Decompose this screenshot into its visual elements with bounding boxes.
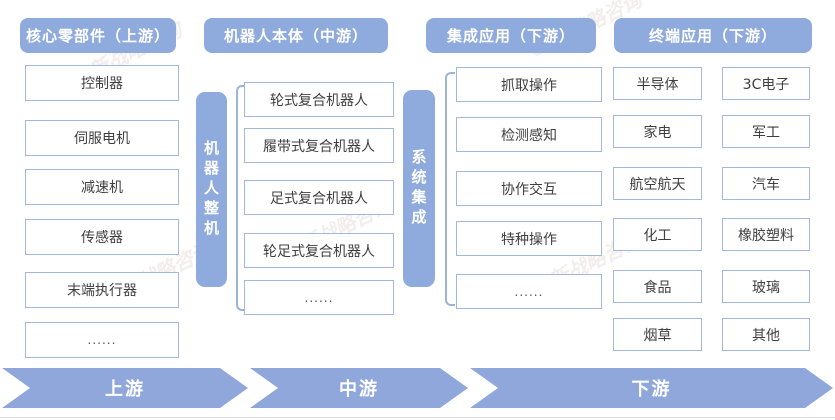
bracket-robot-body [236, 85, 246, 311]
header-terminal-apps-downstream: 终端应用（下游） [614, 18, 812, 53]
item-servo-motor: 伺服电机 [25, 120, 179, 156]
item-collaboration: 协作交互 [456, 171, 602, 206]
item-legged-robot: 足式复合机器人 [244, 180, 394, 215]
item-military: 军工 [722, 115, 810, 148]
item-glass: 玻璃 [722, 270, 810, 303]
item-other: 其他 [722, 318, 810, 351]
arrow-downstream: 下游 [470, 368, 833, 408]
item-ellipsis: ...... [456, 274, 602, 309]
item-aerospace: 航空航天 [613, 167, 702, 200]
item-special-ops: 特种操作 [456, 221, 602, 256]
item-home-appliance: 家电 [613, 115, 702, 148]
item-tobacco: 烟草 [613, 318, 702, 351]
arrow-upstream: 上游 [2, 368, 248, 408]
item-chemical: 化工 [613, 218, 702, 251]
side-label-system-integration: 系统集成 [403, 90, 435, 287]
item-ellipsis: ...... [25, 322, 179, 358]
arrow-midstream: 中游 [250, 368, 468, 408]
item-end-effector: 末端执行器 [25, 272, 179, 308]
bottom-divider [0, 417, 835, 418]
item-grasping: 抓取操作 [456, 67, 602, 102]
item-tracked-robot: 履带式复合机器人 [244, 128, 394, 163]
side-label-complete-robot: 机器人整机 [196, 92, 227, 287]
item-wheeled-robot: 轮式复合机器人 [244, 82, 394, 117]
item-food: 食品 [613, 270, 702, 303]
item-controller: 控制器 [25, 65, 179, 101]
item-automotive: 汽车 [722, 167, 810, 200]
item-3c-electronics: 3C电子 [722, 67, 810, 100]
item-semiconductor: 半导体 [613, 67, 702, 100]
item-sensor: 传感器 [25, 219, 179, 255]
header-core-components-upstream: 核心零部件（上游） [20, 18, 176, 53]
item-detection: 检测感知 [456, 117, 602, 152]
item-wheel-legged-robot: 轮足式复合机器人 [244, 233, 394, 268]
header-integrated-apps-downstream: 集成应用（下游） [426, 18, 596, 53]
header-robot-body-midstream: 机器人本体（中游） [204, 18, 388, 53]
item-reducer: 减速机 [25, 169, 179, 205]
bracket-integration [445, 72, 455, 306]
item-ellipsis: ...... [244, 280, 394, 315]
item-rubber-plastic: 橡胶塑料 [722, 218, 810, 251]
